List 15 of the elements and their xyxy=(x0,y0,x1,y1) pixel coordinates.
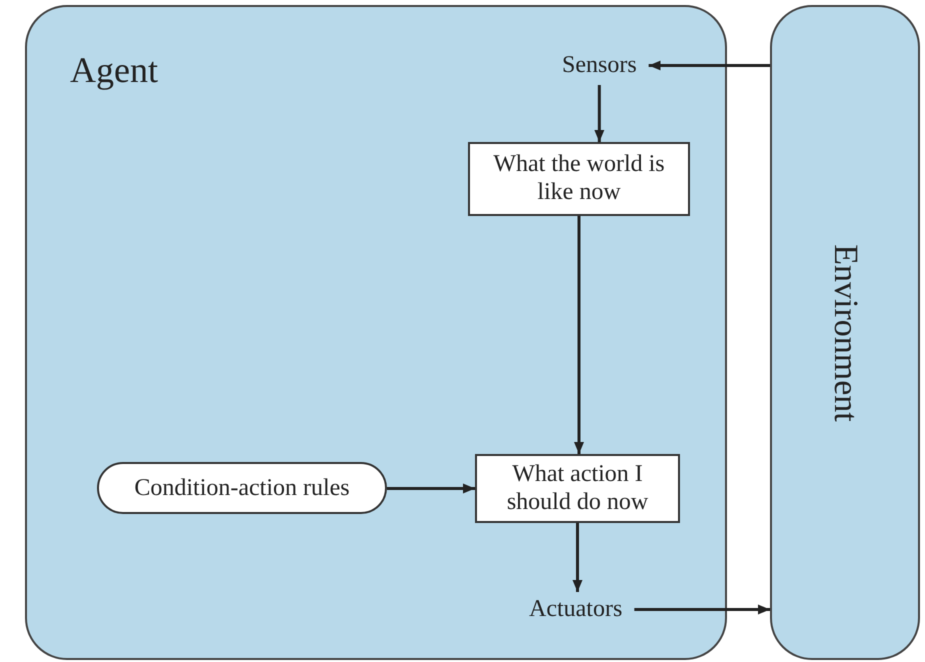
sensors-label: Sensors xyxy=(560,52,639,79)
arrow xyxy=(634,604,770,614)
arrow xyxy=(648,60,770,70)
environment-panel xyxy=(770,5,920,660)
panel-title: Environment xyxy=(826,244,864,422)
arrow xyxy=(387,484,475,494)
panel-title: Agent xyxy=(70,49,158,91)
arrow xyxy=(574,216,584,454)
agent-panel xyxy=(25,5,727,660)
arrow xyxy=(572,523,582,592)
arrow xyxy=(594,85,604,142)
actuators-label: Actuators xyxy=(527,596,624,623)
rules-pill: Condition-action rules xyxy=(97,462,387,514)
process-box: What the world is like now xyxy=(468,142,690,216)
process-box: What action I should do now xyxy=(475,454,680,523)
